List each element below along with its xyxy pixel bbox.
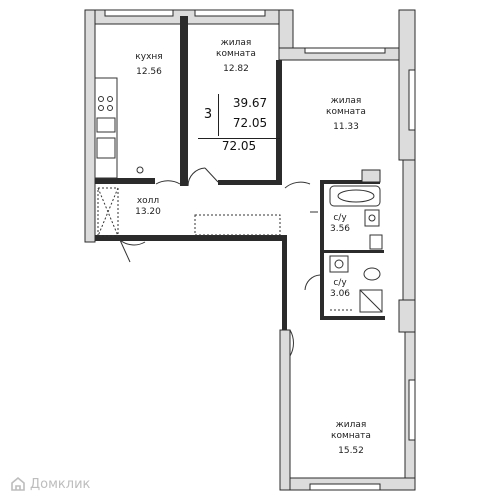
hall-storage xyxy=(97,187,281,237)
rooms-count: 3 xyxy=(198,94,219,136)
watermark-text: Домклик xyxy=(30,476,91,492)
room-living1-name-line2: комната xyxy=(216,49,256,59)
exterior-walls xyxy=(84,9,416,491)
room-living3-area: 15.52 xyxy=(338,446,364,456)
room-living2-label: жилая комната 11.33 xyxy=(326,96,366,133)
interior-walls xyxy=(95,16,385,330)
watermark: Домклик xyxy=(10,476,90,492)
room-living3-label: жилая комната 15.52 xyxy=(331,420,371,457)
area-summary: 3 39.67 72.05 72.05 xyxy=(198,94,280,156)
room-living1-area: 12.82 xyxy=(223,64,249,74)
room-bath1-area: 3.56 xyxy=(329,224,351,234)
room-living2-name-line1: жилая xyxy=(330,96,362,106)
room-bath2-label: с/у 3.06 xyxy=(330,278,350,300)
shaft xyxy=(361,169,381,183)
kitchen-fixtures xyxy=(94,77,144,179)
door-swings xyxy=(119,167,321,357)
room-bath1-label: с/у 3.56 xyxy=(330,213,350,235)
room-kitchen-label: кухня 12.56 xyxy=(135,52,162,78)
room-living3-name-line2: комната xyxy=(331,431,371,441)
total-area-value: 72.05 xyxy=(232,116,268,130)
room-living1-label: жилая комната 12.82 xyxy=(216,38,256,75)
room-living3-name-line1: жилая xyxy=(335,420,367,430)
room-kitchen-name: кухня xyxy=(135,52,163,62)
room-living1-name-line1: жилая xyxy=(220,38,252,48)
room-kitchen-area: 12.56 xyxy=(136,67,162,77)
room-bath2-area: 3.06 xyxy=(329,289,351,299)
home-logo-icon xyxy=(11,476,25,491)
living-area-value: 39.67 xyxy=(232,96,268,110)
room-hall-name: холл xyxy=(136,196,160,206)
total-area-value-2: 72.05 xyxy=(198,138,280,153)
room-living2-name-line2: комната xyxy=(326,107,366,117)
room-hall-area: 13.20 xyxy=(135,207,161,217)
room-bath1-name: с/у xyxy=(333,213,347,223)
room-hall-label: холл 13.20 xyxy=(135,196,161,218)
bathroom-fixtures xyxy=(329,185,383,313)
room-living2-area: 11.33 xyxy=(333,122,359,132)
window-marks xyxy=(104,9,416,491)
room-bath2-name: с/у xyxy=(333,278,347,288)
